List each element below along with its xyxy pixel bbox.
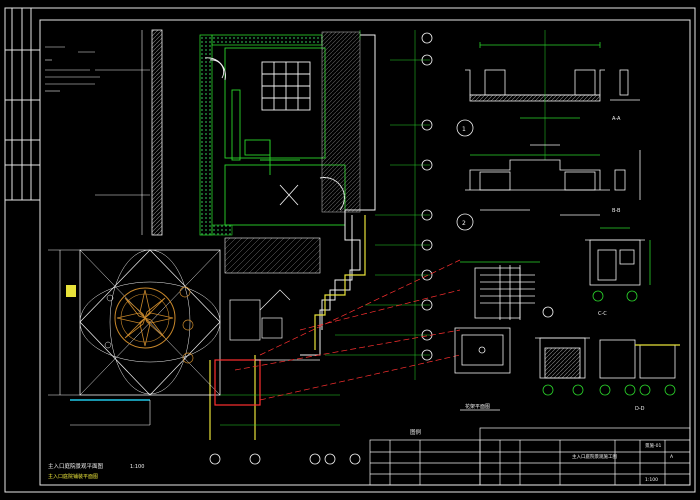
label-section-b: B-B (612, 208, 621, 214)
entrance-plaza (79, 249, 221, 396)
title-block-revision: A (670, 454, 674, 460)
step-edge-yellow (209, 215, 366, 440)
grid-bubbles-bottom (209, 453, 361, 465)
legend-header: 图例 (410, 428, 422, 436)
plaza-edges (48, 249, 151, 426)
title-block-scale: 1:100 (645, 477, 658, 483)
main-plan-scale: 1:100 (130, 464, 144, 470)
label-section-a: A-A (612, 116, 621, 122)
leader-lines (234, 259, 461, 401)
label-section-c: C-C (598, 311, 607, 317)
compass-rose (116, 289, 174, 347)
main-plan-subtitle: 主入口庭院铺装平面图 (48, 473, 98, 480)
sheet-frame (4, 7, 696, 493)
grid-lines (220, 30, 430, 426)
building-wall (95, 29, 163, 236)
legend-table (369, 439, 481, 486)
title-block-drawing-no: 景施-01 (645, 442, 661, 449)
title-block (479, 427, 691, 486)
courtyard-layout (204, 47, 346, 226)
label-section-d: D-D (635, 406, 645, 412)
paving-hatch (224, 31, 361, 274)
detail-section-top (456, 30, 640, 160)
detail-gatehouse (585, 227, 651, 302)
general-notes (45, 46, 100, 92)
detail-elevations-bottom (460, 337, 680, 411)
detail-elevation-2 (456, 150, 641, 231)
label-pergola-plan: 花架平面图 (465, 403, 490, 410)
label-elevation-2: 2 (462, 220, 466, 227)
hedge-planting (199, 34, 323, 236)
grid-bubbles-right (421, 32, 433, 361)
detail-pergola-plan (454, 261, 554, 374)
stepped-building-outline (300, 34, 376, 356)
label-elevation-1: 1 (462, 126, 466, 133)
entry-gate (214, 289, 320, 406)
title-block-project: 主入口庭院景观施工图 (572, 453, 617, 460)
main-plan-title: 主入口庭院景观平面图 (48, 462, 104, 470)
